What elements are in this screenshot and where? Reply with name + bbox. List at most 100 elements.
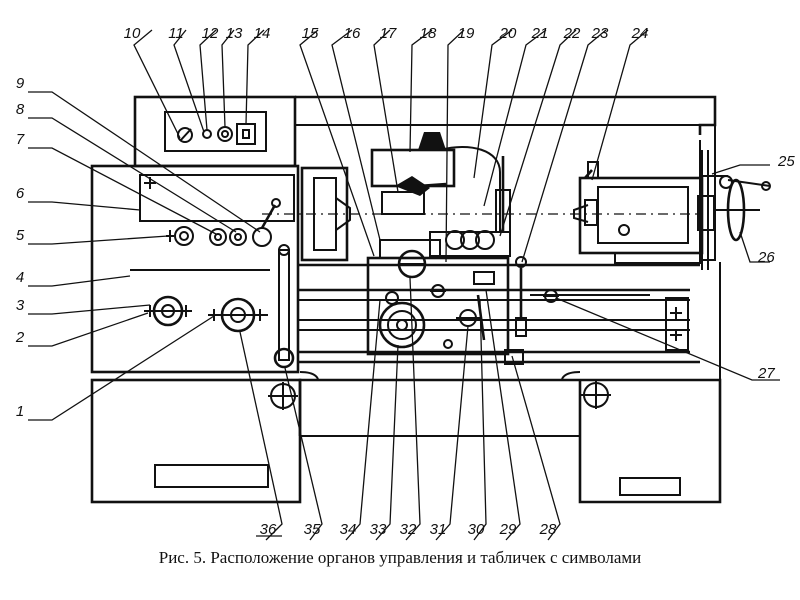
callout-16: 16 <box>344 25 361 42</box>
callout-3: 3 <box>16 297 25 314</box>
callout-25: 25 <box>777 153 795 170</box>
knob-7-icon <box>209 228 227 246</box>
leader-36 <box>239 331 283 541</box>
handwheel-33-icon <box>378 301 426 349</box>
leader-21 <box>483 29 547 207</box>
leader-22 <box>499 29 577 237</box>
callout-5: 5 <box>16 227 25 244</box>
emergency-button-icon <box>236 123 256 145</box>
leader-32 <box>405 277 421 541</box>
callout-1: 1 <box>16 403 24 420</box>
callout-17: 17 <box>380 25 397 42</box>
lathe-base <box>90 262 722 504</box>
callout-9: 9 <box>16 75 25 92</box>
switch-knob-icon <box>177 127 193 143</box>
headstock-plate <box>139 174 295 222</box>
callout-23: 23 <box>591 25 609 42</box>
leader-15 <box>299 29 375 257</box>
leader-35 <box>284 367 323 541</box>
callout-15: 15 <box>302 25 319 42</box>
leader-24 <box>591 29 649 181</box>
cross-slide <box>429 146 511 257</box>
leader-26 <box>739 231 770 263</box>
callout-20: 20 <box>499 25 517 42</box>
leader-28 <box>511 355 561 541</box>
leader-16 <box>331 29 381 241</box>
callout-35: 35 <box>304 521 321 538</box>
figure-caption: Рис. 5. Расположение органов управления … <box>158 548 642 567</box>
leader-27 <box>555 297 780 381</box>
leader-8 <box>28 117 237 233</box>
leader-30 <box>473 299 487 541</box>
headstock <box>90 164 300 374</box>
callout-10: 10 <box>124 25 141 42</box>
leader-19 <box>445 29 465 263</box>
callout-33: 33 <box>370 521 387 538</box>
leader-9 <box>28 91 261 233</box>
callout-18: 18 <box>420 25 437 42</box>
leader-18 <box>409 29 433 153</box>
leader-11 <box>173 29 205 133</box>
callout-8: 8 <box>16 101 25 118</box>
handle-1-icon <box>208 297 268 333</box>
callout-27: 27 <box>757 365 775 382</box>
lever-35-icon <box>273 244 295 369</box>
leader-3 <box>28 304 151 315</box>
lever-9-icon <box>252 198 281 247</box>
leader-25 <box>711 164 770 175</box>
chuck-icon <box>300 166 351 262</box>
knob-8-icon <box>229 228 247 246</box>
handwheel-26-icon <box>697 150 771 270</box>
leader-lines <box>28 29 780 541</box>
callout-13: 13 <box>226 25 243 42</box>
callout-19: 19 <box>458 25 475 42</box>
leader-6 <box>28 201 141 211</box>
leader-34 <box>345 299 381 541</box>
lever-27-icon <box>515 256 650 337</box>
leader-20 <box>473 29 513 179</box>
callout-numbers: 10 11 12 13 14 15 16 17 18 19 20 21 22 2… <box>15 25 796 538</box>
leader-14 <box>245 29 265 125</box>
leader-33 <box>375 344 399 541</box>
callout-26: 26 <box>757 249 775 266</box>
leader-4 <box>28 275 131 287</box>
leader-31 <box>435 325 469 541</box>
callout-28: 28 <box>539 521 557 538</box>
callout-14: 14 <box>254 25 271 42</box>
leader-5 <box>28 235 169 245</box>
leader-12 <box>199 29 217 131</box>
leader-13 <box>221 29 235 128</box>
leader-29 <box>485 289 521 541</box>
callout-4: 4 <box>16 269 24 286</box>
knob-5-icon <box>166 226 194 246</box>
callout-24: 24 <box>631 25 649 42</box>
leader-2 <box>28 312 149 347</box>
leader-23 <box>521 29 607 263</box>
callout-29: 29 <box>499 521 517 538</box>
callout-32: 32 <box>400 521 417 538</box>
leader-7 <box>28 147 217 235</box>
push-button-icon <box>217 126 233 142</box>
apron <box>366 249 524 365</box>
handle-2-icon <box>144 295 192 327</box>
control-plate <box>164 111 267 152</box>
lathe-drawing <box>90 95 771 504</box>
leader-1 <box>28 315 215 421</box>
callout-6: 6 <box>16 185 25 202</box>
leader-17 <box>373 29 399 193</box>
callout-11: 11 <box>168 25 184 42</box>
callout-7: 7 <box>16 131 25 148</box>
callout-31: 31 <box>430 521 447 538</box>
lathe-bed <box>298 263 700 364</box>
callout-2: 2 <box>15 329 25 346</box>
callout-12: 12 <box>202 25 219 42</box>
callout-36: 36 <box>260 521 277 538</box>
callout-30: 30 <box>468 521 485 538</box>
tool-post <box>370 132 456 259</box>
leader-10 <box>133 29 181 139</box>
callout-21: 21 <box>531 25 549 42</box>
callout-22: 22 <box>563 25 581 42</box>
control-cabinet <box>133 95 297 168</box>
callout-34: 34 <box>340 521 357 538</box>
